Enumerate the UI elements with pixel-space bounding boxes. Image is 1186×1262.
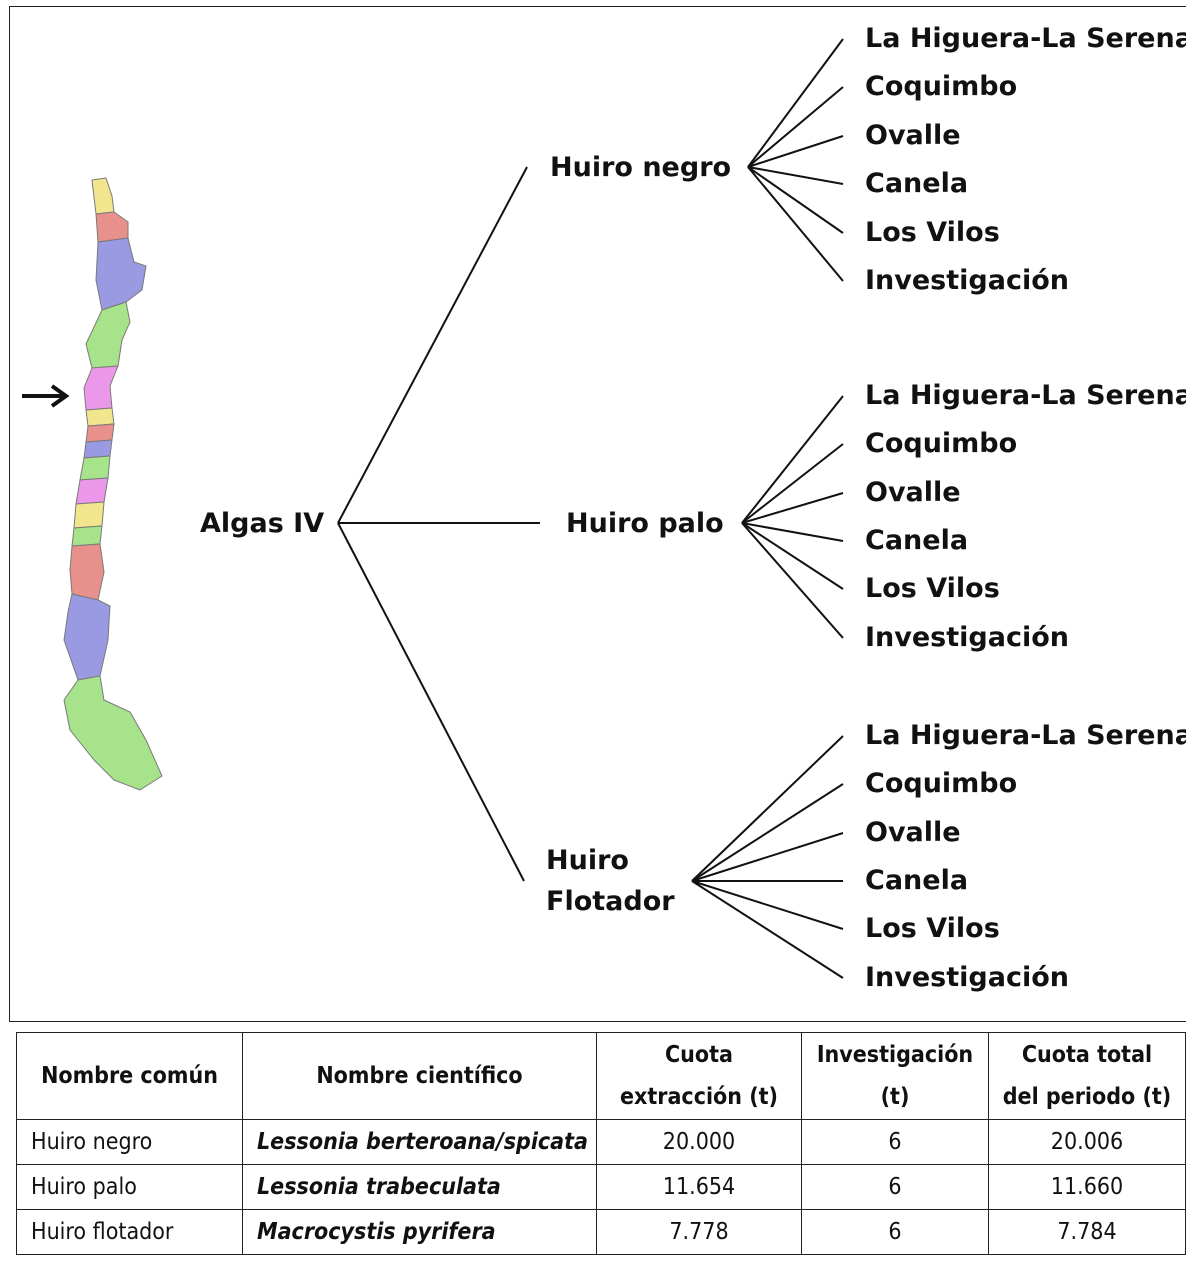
cell-common-name: Huiro flotador (16, 1209, 243, 1255)
cell-total: 20.006 (988, 1119, 1186, 1165)
cell-research: 6 (801, 1119, 989, 1165)
map-region (63, 675, 163, 791)
leaf-label: Coquimbo (865, 71, 1018, 102)
arrow-head (50, 384, 70, 408)
leaf-label: Canela (865, 525, 969, 556)
branch-label-huiro-palo: Huiro palo (566, 508, 724, 539)
leaf-label: Coquimbo (865, 768, 1018, 799)
cell-total: 7.784 (988, 1209, 1186, 1255)
leaf-label: Ovalle (865, 120, 961, 151)
header-scientific-name: Nombre científico (242, 1032, 597, 1120)
cell-research: 6 (801, 1164, 989, 1210)
cell-quota: 20.000 (596, 1119, 802, 1165)
leaf-label: Ovalle (865, 817, 961, 848)
leaf-label: Investigación (865, 265, 1069, 296)
fan-huiro-flotador (691, 735, 844, 979)
branch-label-huiro-negro: Huiro negro (550, 152, 732, 183)
header-common-name: Nombre común (16, 1032, 243, 1120)
cell-scientific-name: Lessonia trabeculata (242, 1164, 597, 1210)
diagram-frame (9, 6, 1186, 1022)
cell-total: 11.660 (988, 1164, 1186, 1210)
table-row: Huiro palo Lessonia trabeculata 11.654 6… (16, 1164, 1186, 1210)
map-region (91, 177, 115, 215)
leaf-label: Los Vilos (865, 913, 1000, 944)
cell-scientific-name: Macrocystis pyrifera (242, 1209, 597, 1255)
chile-map (22, 177, 163, 791)
leaf-label: La Higuera-La Serena (865, 720, 1186, 751)
branch-label-huiro-flotador-1: Huiro (546, 845, 629, 876)
connector-root-flotador (337, 522, 525, 882)
leaf-label: Investigación (865, 962, 1069, 993)
root-label: Algas IV (200, 508, 325, 539)
tree-connectors (337, 38, 844, 979)
leaf-label: Ovalle (865, 477, 961, 508)
leaf-label: Los Vilos (865, 573, 1000, 604)
map-region (95, 211, 129, 243)
branch-label-huiro-flotador-2: Flotador (546, 886, 675, 917)
header-research: Investigación(t) (801, 1032, 989, 1120)
fan-huiro-palo (741, 395, 844, 639)
leaf-label: Canela (865, 865, 969, 896)
cell-common-name: Huiro negro (16, 1119, 243, 1165)
map-region (85, 301, 131, 369)
cell-quota: 7.778 (596, 1209, 802, 1255)
leaf-label: La Higuera-La Serena (865, 23, 1186, 54)
leaf-label: Coquimbo (865, 428, 1018, 459)
leaf-label: Investigación (865, 622, 1069, 653)
cell-quota: 11.654 (596, 1164, 802, 1210)
leaf-label: La Higuera-La Serena (865, 380, 1186, 411)
table-row: Huiro flotador Macrocystis pyrifera 7.77… (16, 1209, 1186, 1255)
table-row: Huiro negro Lessonia berteroana/spicata … (16, 1119, 1186, 1165)
map-region (95, 237, 147, 311)
cell-common-name: Huiro palo (16, 1164, 243, 1210)
connector-root-negro (337, 166, 528, 524)
cell-research: 6 (801, 1209, 989, 1255)
leaf-label: Los Vilos (865, 217, 1000, 248)
cell-scientific-name: Lessonia berteroana/spicata (242, 1119, 597, 1165)
fan-huiro-negro (747, 38, 844, 282)
leaf-label: Canela (865, 168, 969, 199)
